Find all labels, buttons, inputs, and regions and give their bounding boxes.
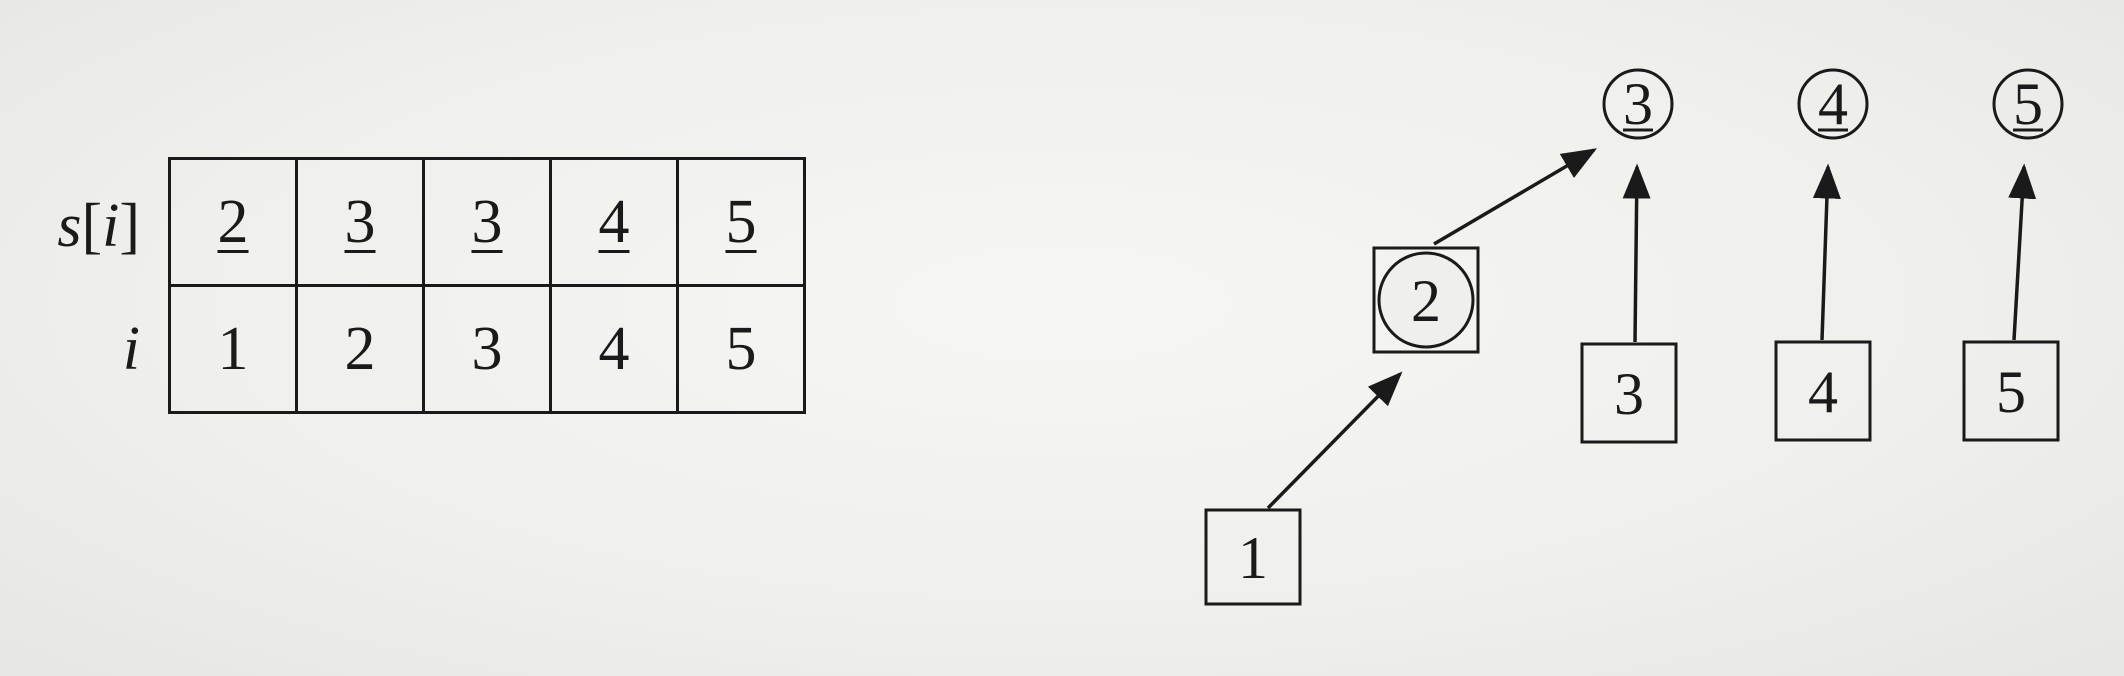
s-cell-4: 4 (549, 157, 679, 287)
svg-text:4: 4 (1808, 359, 1838, 425)
svg-text:1: 1 (1238, 525, 1268, 591)
edge-1-to-2 (1266, 371, 1403, 510)
i-cell-3: 3 (422, 284, 552, 414)
leaf-node-5: 5 (1962, 340, 2060, 442)
svg-text:2: 2 (1411, 268, 1441, 334)
i-row: 1 2 3 4 5 (168, 284, 806, 414)
array-table: 2 3 3 4 5 1 2 3 4 5 (168, 157, 806, 414)
i-cell-2: 2 (295, 284, 425, 414)
edge-leaf4-to-root4 (1812, 163, 1841, 341)
svg-text:5: 5 (1996, 359, 2026, 425)
i-cell-5: 5 (676, 284, 806, 414)
s-cell-2: 3 (295, 157, 425, 287)
leaf-node-4: 4 (1774, 340, 1872, 442)
svg-text:3: 3 (1614, 361, 1644, 427)
root-node-3: 3 (1602, 68, 1674, 140)
root-node-4: 4 (1797, 68, 1869, 140)
leaf-node-3: 3 (1580, 342, 1678, 444)
row-label-s: s[i] (57, 192, 140, 260)
middle-node-2: 2 (1372, 246, 1480, 354)
s-cell-1: 2 (168, 157, 298, 287)
leaf-node-1: 1 (1204, 508, 1302, 606)
edge-2-to-3 (1433, 148, 1598, 246)
edge-leaf3-to-root3 (1622, 163, 1651, 343)
s-cell-5: 5 (676, 157, 806, 287)
row-label-i: i (122, 315, 140, 383)
root-node-5: 5 (1992, 68, 2064, 140)
edge-leaf5-to-root5 (2008, 163, 2037, 341)
i-cell-4: 4 (549, 284, 679, 414)
s-row: 2 3 3 4 5 (168, 157, 806, 287)
svg-text:3: 3 (1623, 71, 1653, 137)
svg-text:4: 4 (1818, 71, 1848, 137)
i-cell-1: 1 (168, 284, 298, 414)
s-cell-3: 3 (422, 157, 552, 287)
svg-text:5: 5 (2013, 71, 2043, 137)
